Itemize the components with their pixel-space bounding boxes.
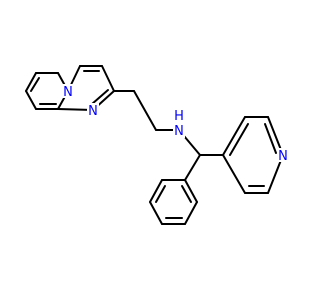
molecule-structure: N N H N N: [25, 65, 289, 225]
atom-label-n-bridgehead: N: [63, 85, 73, 100]
bond: [149, 179, 163, 203]
bond: [25, 72, 37, 92]
atom-labels: N N H N N: [62, 84, 289, 164]
bond: [149, 201, 163, 225]
atom-label-n-pyridine: N: [278, 149, 288, 164]
bond: [264, 123, 277, 154]
atom-label-h-amine: H: [174, 109, 184, 124]
bond: [30, 77, 40, 92]
bond: [229, 123, 249, 156]
bond: [222, 154, 246, 194]
bond: [181, 185, 192, 203]
bond: [133, 90, 157, 131]
bond: [101, 65, 115, 92]
bond: [184, 154, 201, 181]
bond: [91, 89, 109, 105]
bond: [25, 90, 37, 110]
bond: [222, 116, 246, 156]
bond: [155, 185, 166, 203]
bond: [184, 201, 198, 225]
bond: [184, 179, 198, 203]
atom-label-n-imine: N: [88, 104, 98, 119]
atom-label-n-amine: N: [174, 124, 184, 139]
